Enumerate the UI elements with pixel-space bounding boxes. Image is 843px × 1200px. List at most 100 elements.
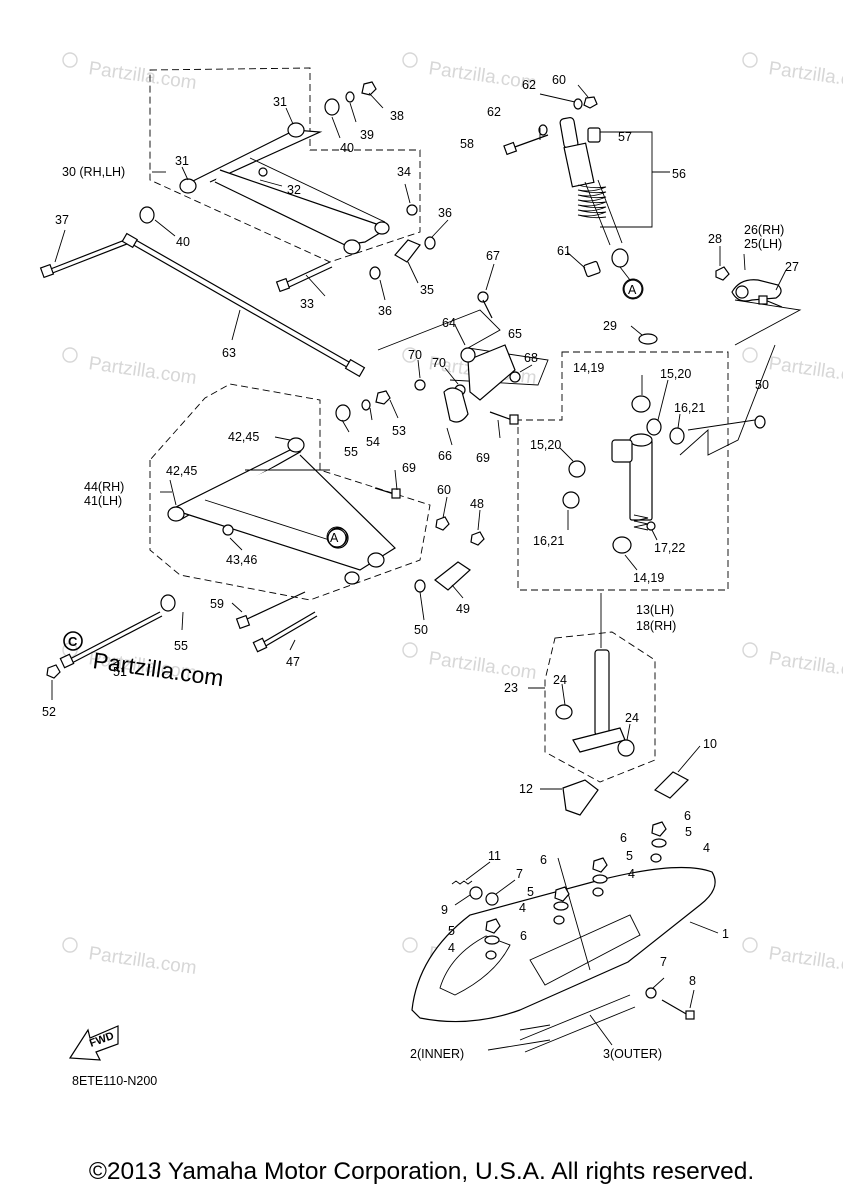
watermark-text: Partzilla.com — [767, 648, 843, 684]
callout-p7b: 7 — [660, 955, 667, 969]
callout-p69b: 69 — [402, 461, 416, 475]
callout-p60a: 60 — [552, 73, 566, 87]
callout-p60b: 60 — [437, 483, 451, 497]
callout-p13: 13(LH) — [636, 603, 674, 617]
callout-p26: 26(RH) — [744, 223, 784, 237]
callout-p68: 68 — [524, 351, 538, 365]
callout-p5c: 5 — [527, 885, 534, 899]
callout-p3: 3(OUTER) — [603, 1047, 662, 1061]
leader-lines — [51, 84, 787, 1051]
callout-p56: 56 — [672, 167, 686, 181]
tie-rod — [121, 232, 366, 378]
watermark-copyright-icon — [402, 347, 418, 363]
shock-absorber — [503, 96, 643, 299]
watermark-copyright-icon — [62, 937, 78, 953]
watermark-copyright-icon — [742, 52, 758, 68]
callout-p34: 34 — [397, 165, 411, 179]
callout-p1722: 17,22 — [654, 541, 685, 555]
callout-p53: 53 — [392, 424, 406, 438]
watermark-text: Partzilla.com — [767, 58, 843, 94]
callout-p40a: 40 — [340, 141, 354, 155]
copyright-footer: ©2013 Yamaha Motor Corporation, U.S.A. A… — [88, 1158, 755, 1185]
callout-p2: 2(INNER) — [410, 1047, 464, 1061]
watermark-copyright-icon — [742, 347, 758, 363]
copyright-mark-icon: C — [68, 634, 78, 649]
callout-p4a: 4 — [703, 841, 710, 855]
watermark-copyright-icon — [62, 347, 78, 363]
watermark-text: Partzilla.com — [87, 353, 198, 389]
callout-p41: 41(LH) — [84, 494, 122, 508]
callout-p62b: 62 — [487, 105, 501, 119]
callout-p65: 65 — [508, 327, 522, 341]
callout-p6c: 6 — [540, 853, 547, 867]
callout-p31b: 31 — [175, 154, 189, 168]
callout-refA2: A — [628, 283, 637, 297]
callout-p69a: 69 — [476, 451, 490, 465]
callout-p33: 33 — [300, 297, 314, 311]
callout-p9: 9 — [441, 903, 448, 917]
callout-p4346: 43,46 — [226, 553, 257, 567]
callout-p1419a: 14,19 — [573, 361, 604, 375]
callout-p4245a: 42,45 — [228, 430, 259, 444]
watermark-text: Partzilla.com — [87, 58, 198, 94]
pitman-arm — [715, 266, 802, 346]
callout-p1520a: 15,20 — [660, 367, 691, 381]
callout-p64: 64 — [442, 316, 456, 330]
callout-p55b: 55 — [174, 639, 188, 653]
callout-p32: 32 — [287, 183, 301, 197]
watermark-copyright-icon — [742, 937, 758, 953]
callout-p61: 61 — [557, 244, 571, 258]
watermark-text: Partzilla.com — [87, 943, 198, 979]
callout-p67: 67 — [486, 249, 500, 263]
callout-p11: 11 — [488, 849, 501, 863]
callout-p36a: 36 — [438, 206, 452, 220]
callout-p28: 28 — [708, 232, 722, 246]
watermark-text: Partzilla.com — [767, 943, 843, 979]
callout-p12: 12 — [519, 782, 533, 796]
upper-a-arm — [39, 67, 436, 293]
callout-p4245b: 42,45 — [166, 464, 197, 478]
callout-p1: 1 — [722, 927, 729, 941]
callout-p51: 51 — [113, 665, 127, 679]
callout-p59: 59 — [210, 597, 224, 611]
callout-p6b: 6 — [620, 831, 627, 845]
callout-p4b: 4 — [628, 867, 635, 881]
callout-p4d: 4 — [448, 941, 455, 955]
steering-spindle — [544, 593, 689, 816]
callout-p7a: 7 — [516, 867, 523, 881]
watermark-copyright-icon — [62, 52, 78, 68]
callout-p52: 52 — [42, 705, 56, 719]
callout-p31a: 31 — [273, 95, 287, 109]
callout-p47: 47 — [286, 655, 300, 669]
watermark-text: Partzilla.com — [767, 353, 843, 389]
callout-p27: 27 — [785, 260, 799, 274]
callout-p38: 38 — [390, 109, 404, 123]
spindle-assembly — [517, 333, 776, 591]
callout-p70b: 70 — [432, 356, 446, 370]
callout-p50a: 50 — [414, 623, 428, 637]
callout-p58: 58 — [460, 137, 474, 151]
callout-p24b: 24 — [625, 711, 639, 725]
callout-p44: 44(RH) — [84, 480, 124, 494]
callout-p55a: 55 — [344, 445, 358, 459]
watermark-copyright-icon — [402, 937, 418, 953]
callout-p25: 25(LH) — [744, 237, 782, 251]
callout-p23: 23 — [504, 681, 518, 695]
callout-p18: 18(RH) — [636, 619, 676, 633]
callout-p39: 39 — [360, 128, 374, 142]
callout-p1621b: 16,21 — [533, 534, 564, 548]
callout-p6a: 6 — [684, 809, 691, 823]
callout-p1621a: 16,21 — [674, 401, 705, 415]
forward-arrow-icon: FWD — [68, 1025, 119, 1061]
callout-p50b: 50 — [755, 378, 769, 392]
callout-p37: 37 — [55, 213, 69, 227]
callout-refA1: A — [330, 531, 339, 545]
callout-p66: 66 — [438, 449, 452, 463]
watermark-copyright-icon — [402, 52, 418, 68]
callout-labels: 12(INNER)3(OUTER)44445555666677891011121… — [42, 73, 799, 1061]
callout-p1419b: 14,19 — [633, 571, 664, 585]
callout-p35: 35 — [420, 283, 434, 297]
ski — [411, 821, 716, 1053]
